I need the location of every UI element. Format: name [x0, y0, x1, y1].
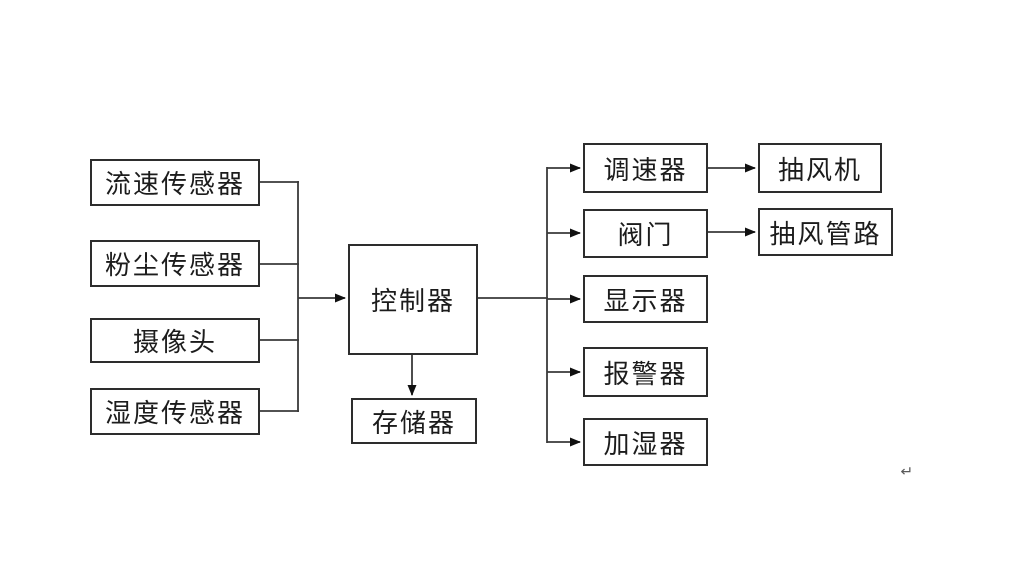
node-exhaust-duct-label: 抽风管路 — [769, 218, 882, 249]
node-exhaust-fan-label: 抽风机 — [777, 154, 862, 185]
node-alarm-label: 报警器 — [603, 358, 688, 389]
node-dust-sensor-label: 粉尘传感器 — [104, 250, 245, 280]
node-humidifier-label: 加湿器 — [603, 428, 688, 459]
node-exhaust-fan: 抽风机 — [758, 143, 882, 193]
node-memory: 存储器 — [351, 398, 477, 444]
node-flow-sensor: 流速传感器 — [90, 159, 260, 206]
node-controller-label: 控制器 — [370, 286, 455, 316]
node-humidity-sensor: 湿度传感器 — [90, 388, 260, 435]
node-valve: 阀门 — [583, 209, 708, 258]
node-humidifier: 加湿器 — [583, 418, 708, 466]
paragraph-mark-icon: ↵ — [900, 463, 914, 479]
node-dust-sensor: 粉尘传感器 — [90, 240, 260, 287]
node-camera: 摄像头 — [90, 318, 260, 363]
node-flow-sensor-label: 流速传感器 — [104, 169, 245, 199]
node-memory-label: 存储器 — [371, 407, 456, 438]
node-alarm: 报警器 — [583, 347, 708, 397]
node-exhaust-duct: 抽风管路 — [758, 208, 893, 256]
node-humidity-sensor-label: 湿度传感器 — [104, 398, 245, 428]
node-speed-regulator: 调速器 — [583, 143, 708, 193]
node-speed-regulator-label: 调速器 — [603, 154, 688, 185]
node-controller: 控制器 — [348, 244, 478, 355]
node-display-label: 显示器 — [603, 285, 688, 316]
node-valve-label: 阀门 — [617, 220, 674, 250]
node-camera-label: 摄像头 — [132, 327, 217, 357]
node-display: 显示器 — [583, 275, 708, 323]
